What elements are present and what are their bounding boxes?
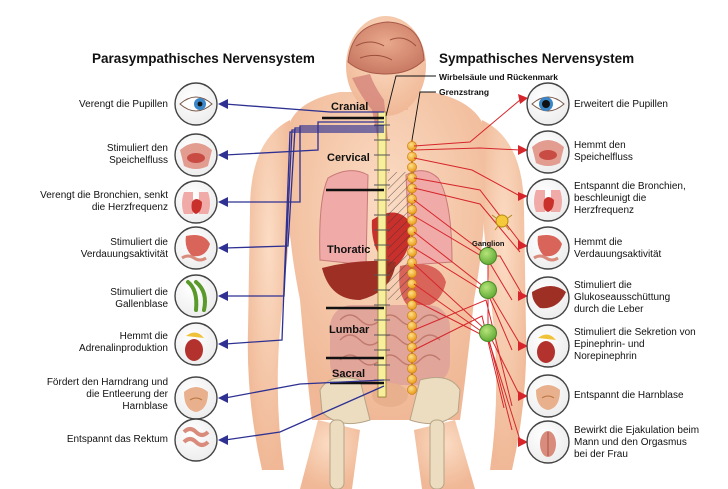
chain-bead — [407, 162, 417, 173]
right-stomach-icon — [526, 226, 570, 270]
parasympathetic-title: Parasympathisches Nervensystem — [92, 51, 315, 66]
parasympathetic-arrows — [218, 99, 228, 445]
left-label-adrenaline: Hemmt die Adrenalinproduktion — [79, 331, 168, 354]
right-label-bronchi: Entspannt die Bronchien, beschleunigt di… — [574, 181, 686, 216]
annotation-pointers — [385, 75, 436, 141]
right-label-liver: Stimuliert die Glukoseausschüttung durch… — [574, 280, 671, 315]
segment-label-cervical: Cervical — [327, 152, 370, 164]
chain-bead — [407, 257, 417, 268]
ganglion-label: Ganglion — [472, 239, 505, 248]
left-label-bladder: Fördert den Harndrang und die Entleerung… — [46, 377, 168, 412]
chain-annotation: Grenzstrang — [439, 87, 490, 97]
right-label-bladder: Entspannt die Harnblase — [574, 390, 684, 401]
chain-bead — [407, 342, 417, 353]
left-adrenal-icon — [174, 322, 218, 366]
chain-bead — [407, 321, 417, 332]
right-liver-icon — [526, 276, 570, 320]
left-label-bronchi: Verengt die Bronchien, senkt die Herzfre… — [40, 190, 168, 213]
right-label-pupils: Erweitert die Pupillen — [574, 99, 668, 110]
right-label-ejaculation: Bewirkt die Ejakulation beim Mann und de… — [574, 425, 700, 460]
left-eye-icon — [174, 82, 218, 126]
parasympathetic-pathways — [224, 103, 385, 441]
celiac-ganglion-icon — [491, 214, 513, 231]
chain-bead — [407, 151, 417, 162]
left-label-digestion: Stimuliert die Verdauungsaktivität — [80, 237, 168, 260]
right-salivary-gland-icon — [526, 130, 570, 174]
right-label-digestion: Hemmt die Verdauungsaktivität — [574, 237, 662, 260]
chain-bead — [407, 331, 417, 342]
right-genital-icon — [526, 420, 570, 464]
chain-bead — [407, 225, 417, 236]
chain-bead — [407, 374, 417, 385]
left-label-gallbladder: Stimuliert die Gallenblase — [110, 287, 168, 310]
chain-bead — [407, 268, 417, 279]
segment-label-thoratic: Thoratic — [327, 244, 371, 256]
chain-bead — [407, 353, 417, 363]
chain-bead — [407, 204, 417, 215]
left-label-pupils: Verengt die Pupillen — [79, 99, 168, 110]
left-bladder-icon — [174, 376, 218, 420]
sympathetic-title: Sympathisches Nervensystem — [439, 51, 635, 66]
chain-bead — [407, 215, 417, 226]
left-gallbladder-icon — [174, 274, 218, 318]
segment-label-cranial: Cranial — [331, 101, 369, 113]
chain-bead — [407, 363, 417, 374]
left-lungs-icon — [174, 180, 218, 224]
chain-bead — [407, 172, 417, 183]
left-rectum-icon — [174, 418, 218, 462]
right-lungs-icon — [526, 178, 570, 222]
ganglion-nodes — [479, 247, 497, 342]
segment-label-sacral: Sacral — [332, 368, 366, 380]
chain-bead — [407, 300, 417, 310]
nerve-hatching — [388, 172, 415, 300]
sympathetic-arrows — [518, 94, 528, 447]
right-bladder-icon — [526, 374, 570, 418]
right-adrenal-icon — [526, 324, 570, 368]
chain-bead — [407, 289, 417, 300]
left-organ-icons — [174, 82, 218, 462]
right-label-epinephrine: Stimuliert die Sekretion von Epinephrin-… — [574, 327, 696, 362]
left-label-saliva: Stimuliert den Speichelfluss — [106, 143, 168, 166]
left-stomach-icon — [174, 226, 218, 270]
chain-bead — [407, 310, 417, 321]
sympathetic-chain — [407, 140, 417, 395]
right-organ-icons — [526, 82, 570, 464]
spine-annotation: Wirbelsäule und Rückenmark — [439, 72, 558, 82]
left-label-rectum: Entspannt das Rektum — [66, 434, 168, 445]
segment-label-lumbar: Lumbar — [329, 324, 370, 336]
chain-bead — [407, 236, 417, 247]
right-label-saliva: Hemmt den Speichelfluss — [574, 140, 633, 163]
right-eye-icon — [526, 82, 570, 126]
chain-bead — [407, 247, 417, 257]
chain-bead — [407, 194, 417, 204]
left-salivary-gland-icon — [174, 133, 218, 177]
chain-bead — [407, 384, 417, 395]
chain-bead — [407, 278, 417, 289]
